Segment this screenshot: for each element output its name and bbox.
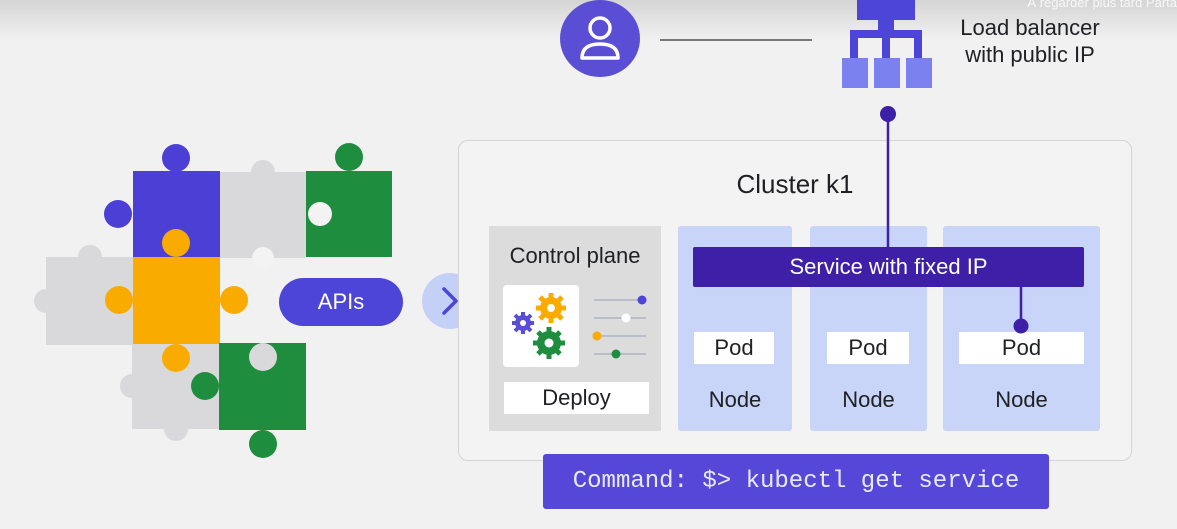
node-2-label: Node xyxy=(842,387,895,412)
settings-sliders-icon xyxy=(592,295,647,359)
load-balancer-label: Load balancer with public IP xyxy=(945,14,1115,68)
node-1-label: Node xyxy=(708,387,762,412)
command-bar: Command: $> kubectl get service xyxy=(543,454,1049,509)
control-plane-title: Control plane xyxy=(509,243,641,268)
pod-1: Pod xyxy=(694,332,774,364)
connector-lines xyxy=(880,106,1029,334)
network-hierarchy-icon xyxy=(842,0,932,88)
pod-3: Pod xyxy=(959,332,1084,364)
node-3-label: Node xyxy=(995,387,1048,412)
load-balancer-label-line1: Load balancer xyxy=(960,15,1100,40)
load-balancer-label-line2: with public IP xyxy=(965,42,1095,67)
user-icon xyxy=(560,0,640,77)
user-to-lb-connector xyxy=(660,39,812,41)
apis-pill: APIs xyxy=(279,278,403,326)
service-bar: Service with fixed IP xyxy=(693,247,1084,287)
video-overlay-text: À regarder plus tard Parta xyxy=(1027,0,1177,10)
cluster-title: Cluster k1 xyxy=(736,169,854,199)
pod-2: Pod xyxy=(827,332,909,364)
puzzle-pieces-icon xyxy=(34,143,392,458)
gears-settings-icon xyxy=(503,285,579,367)
deploy-label: Deploy xyxy=(504,382,649,414)
